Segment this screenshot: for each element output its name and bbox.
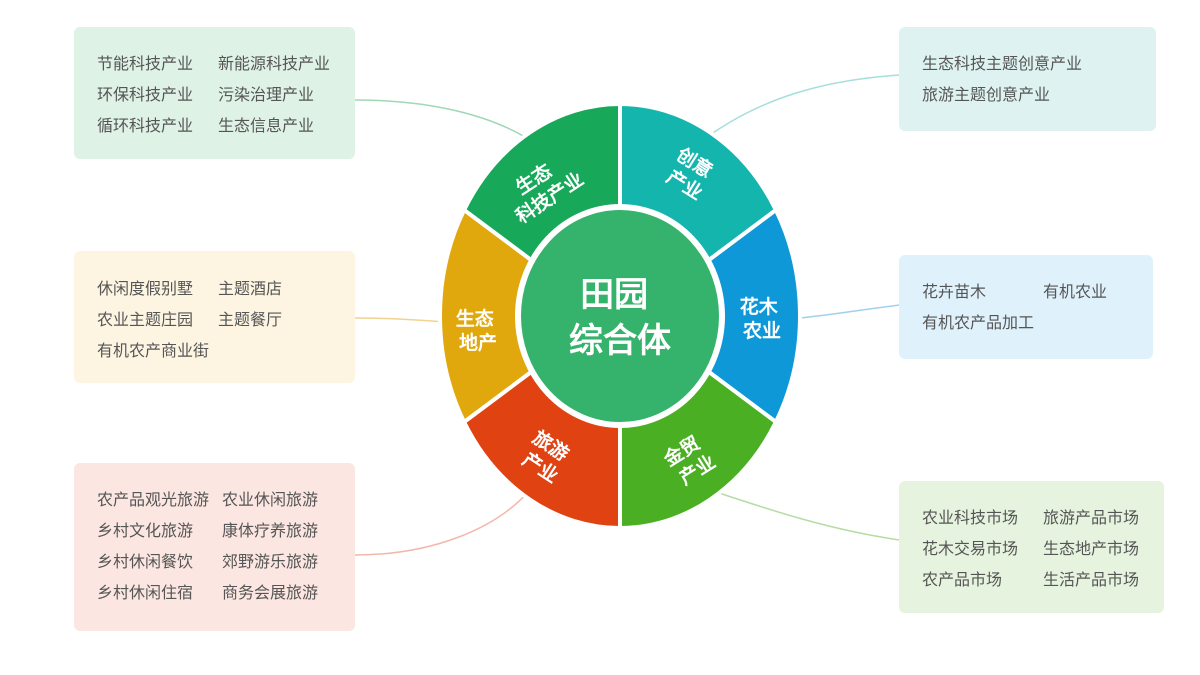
- list-item: 农业休闲旅游: [222, 490, 319, 509]
- list-item: 农产品市场: [922, 570, 1003, 589]
- center-title: 田园 综合体: [569, 275, 671, 361]
- list-item: 生态地产市场: [1043, 539, 1140, 558]
- list-item: 节能科技产业: [97, 54, 194, 73]
- list-item: 农产品观光旅游: [97, 490, 210, 509]
- connector-realestate: [354, 317, 446, 323]
- list-item: 旅游产品市场: [1043, 508, 1140, 527]
- list-item: 主题餐厅: [218, 310, 283, 329]
- box-realestate: 休闲度假别墅 主题酒店 农业主题庄园 主题餐厅 有机农产商业街: [74, 251, 355, 383]
- list-item: 主题酒店: [218, 279, 283, 298]
- list-item: 乡村文化旅游: [97, 521, 194, 540]
- list-item: 商务会展旅游: [222, 583, 319, 602]
- list-item: 乡村休闲住宿: [97, 583, 194, 602]
- list-item: 农业科技市场: [922, 508, 1019, 527]
- list-item: 新能源科技产业: [218, 54, 331, 73]
- list-item: 生活产品市场: [1043, 570, 1140, 589]
- list-item: 花卉苗木: [922, 282, 987, 301]
- list-item: 生态信息产业: [218, 116, 315, 135]
- list-item: 康体疗养旅游: [222, 521, 319, 540]
- list-item: 循环科技产业: [97, 116, 194, 135]
- list-item: 花木交易市场: [922, 539, 1019, 558]
- list-item: 有机农业: [1043, 282, 1108, 301]
- list-item: 有机农产商业街: [97, 341, 210, 360]
- box-trade: 农业科技市场 旅游产品市场 花木交易市场 生态地产市场 农产品市场 生活产品市场: [899, 481, 1164, 613]
- connector-flower: [799, 304, 901, 319]
- connector-creative: [709, 74, 901, 136]
- list-item: 旅游主题创意产业: [922, 85, 1051, 104]
- list-item: 郊野游乐旅游: [222, 552, 319, 571]
- segment-label-realestate: 生态 地产: [456, 307, 501, 354]
- box-flower: 花卉苗木 有机农业 有机农产品加工: [899, 255, 1153, 359]
- connector-eco-tech: [354, 99, 531, 141]
- list-item: 乡村休闲餐饮: [97, 552, 194, 571]
- box-tourism: 农产品观光旅游 农业休闲旅游 乡村文化旅游 康体疗养旅游 乡村休闲餐饮 郊野游乐…: [74, 463, 355, 631]
- list-item: 环保科技产业: [97, 85, 194, 104]
- list-item: 污染治理产业: [218, 85, 315, 104]
- list-item: 有机农产品加工: [922, 313, 1035, 332]
- box-eco-tech: 节能科技产业 新能源科技产业 环保科技产业 污染治理产业 循环科技产业 生态信息…: [74, 27, 355, 159]
- list-item: 生态科技主题创意产业: [922, 54, 1083, 73]
- segment-label-flower: 花木 农业: [740, 295, 785, 342]
- connector-trade: [709, 489, 901, 541]
- list-item: 农业主题庄园: [97, 310, 194, 329]
- center-circle: [515, 204, 725, 428]
- list-item: 休闲度假别墅: [97, 279, 194, 298]
- box-creative: 生态科技主题创意产业 旅游主题创意产业: [899, 27, 1156, 131]
- connector-tourism: [354, 489, 531, 556]
